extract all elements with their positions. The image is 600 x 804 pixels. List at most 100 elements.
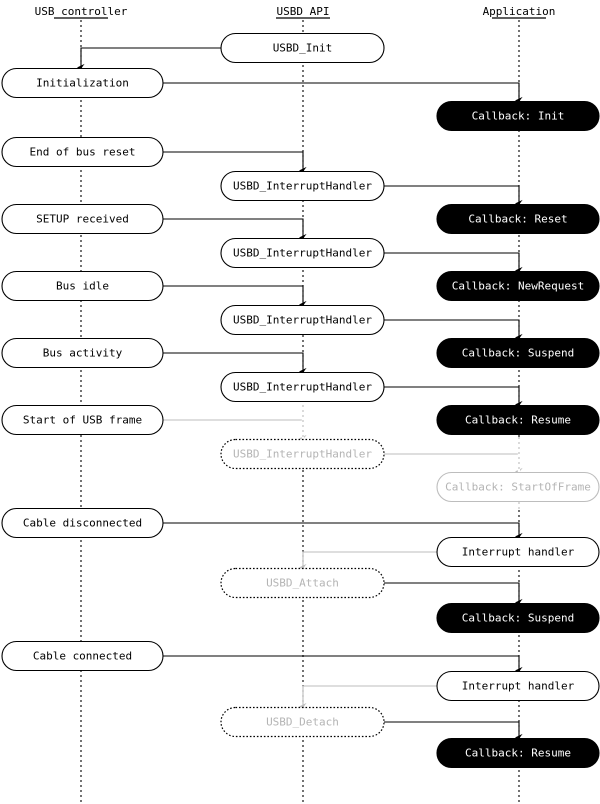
node-label: USBD_InterruptHandler	[233, 381, 372, 394]
connection-usbd-detach-to-callback-resume	[384, 721, 523, 742]
node-label: USBD_InterruptHandler	[233, 247, 372, 260]
node-shape	[436, 270, 600, 302]
node-shape	[220, 706, 385, 738]
node-label: Callback: Resume	[465, 414, 571, 427]
node-label: USBD_InterruptHandler	[233, 448, 372, 461]
node-usbd-init-n1[interactable]: USBD_Init	[220, 32, 385, 64]
lane-header-usbd-api: USBD API	[277, 5, 330, 18]
node-label: Callback: Suspend	[462, 347, 575, 360]
node-callback-init-n3[interactable]: Callback: Init	[436, 100, 600, 132]
connection-usbd-interrupthandler-to-callback-startofframe	[384, 453, 523, 476]
node-usbd-interrupthandler-n17[interactable]: USBD_InterruptHandler	[220, 438, 385, 470]
node-start-of-usb-frame-n16[interactable]: Start of USB frame	[1, 404, 164, 436]
node-label: Interrupt handler	[462, 680, 575, 693]
node-interrupt-handler-n24[interactable]: Interrupt handler	[436, 670, 600, 702]
node-shape	[1, 67, 164, 99]
node-bus-idle-n10[interactable]: Bus idle	[1, 270, 164, 302]
node-shape	[220, 438, 385, 470]
node-label: USBD_InterruptHandler	[233, 314, 372, 327]
connection-usbd-attach-to-callback-suspend	[384, 582, 523, 607]
node-callback-startofframe-n18[interactable]: Callback: StartOfFrame	[436, 471, 600, 503]
node-label: Callback: Resume	[465, 747, 571, 760]
node-callback-newrequest-n9[interactable]: Callback: NewRequest	[436, 270, 600, 302]
connection-interrupt-handler-to-usbd-attach	[299, 551, 437, 572]
node-shape	[436, 203, 600, 235]
node-callback-suspend-n12[interactable]: Callback: Suspend	[436, 337, 600, 369]
connection-bus-idle-to-usbd-interrupthandler	[163, 285, 307, 309]
node-label: Bus activity	[43, 347, 123, 360]
node-label: Callback: NewRequest	[452, 280, 584, 293]
node-shape	[220, 237, 385, 269]
connection-usbd-interrupthandler-to-callback-resume	[384, 386, 523, 409]
node-usbd-interrupthandler-n14[interactable]: USBD_InterruptHandler	[220, 371, 385, 403]
node-initialization-n2[interactable]: Initialization	[1, 67, 164, 99]
node-shape	[436, 100, 600, 132]
node-label: Callback: StartOfFrame	[445, 481, 591, 494]
node-shape	[436, 602, 600, 634]
node-shape	[1, 507, 164, 539]
node-shape	[220, 371, 385, 403]
node-label: End of bus reset	[30, 146, 136, 159]
node-shape	[436, 471, 600, 503]
node-shape	[220, 170, 385, 202]
node-shape	[1, 136, 164, 168]
node-label: Cable connected	[33, 650, 132, 663]
node-label: USBD_Detach	[266, 716, 339, 729]
node-label: Callback: Reset	[468, 213, 567, 226]
node-label: Bus idle	[56, 280, 109, 293]
node-usbd-attach-n21[interactable]: USBD_Attach	[220, 567, 385, 599]
lane-header-application: Application	[483, 5, 556, 18]
node-usbd-interrupthandler-n11[interactable]: USBD_InterruptHandler	[220, 304, 385, 336]
node-callback-resume-n26[interactable]: Callback: Resume	[436, 737, 600, 769]
connection-cable-connected-to-interrupt-handler	[163, 655, 523, 675]
connection-start-of-usb-frame-to-usbd-interrupthandler	[163, 419, 307, 443]
node-usbd-detach-n25[interactable]: USBD_Detach	[220, 706, 385, 738]
node-shape	[436, 670, 600, 702]
node-label: Cable disconnected	[23, 517, 142, 530]
connection-usbd-interrupthandler-to-callback-newrequest	[384, 252, 523, 275]
connections-layer	[77, 47, 523, 742]
node-bus-activity-n13[interactable]: Bus activity	[1, 337, 164, 369]
lane-header-usb-controller: USB controller	[35, 5, 128, 18]
node-shape	[436, 337, 600, 369]
node-cable-disconnected-n19[interactable]: Cable disconnected	[1, 507, 164, 539]
connection-setup-received-to-usbd-interrupthandler	[163, 218, 307, 242]
node-shape	[220, 304, 385, 336]
node-shape	[220, 32, 385, 64]
node-label: Interrupt handler	[462, 546, 575, 559]
node-label: Initialization	[36, 77, 129, 90]
node-label: USBD_Attach	[266, 577, 339, 590]
node-label: Callback: Suspend	[462, 612, 575, 625]
node-shape	[1, 270, 164, 302]
node-shape	[1, 404, 164, 436]
node-label: Start of USB frame	[23, 414, 142, 427]
node-callback-reset-n6[interactable]: Callback: Reset	[436, 203, 600, 235]
node-label: USBD_InterruptHandler	[233, 180, 372, 193]
node-shape	[436, 536, 600, 568]
node-usbd-interrupthandler-n8[interactable]: USBD_InterruptHandler	[220, 237, 385, 269]
node-label: SETUP received	[36, 213, 129, 226]
connection-usbd-interrupthandler-to-callback-suspend	[384, 319, 523, 342]
node-shape	[1, 203, 164, 235]
node-label: Callback: Init	[472, 110, 565, 123]
node-shape	[1, 337, 164, 369]
connection-end-of-bus-reset-to-usbd-interrupthandler	[163, 151, 307, 175]
node-cable-connected-n23[interactable]: Cable connected	[1, 640, 164, 672]
node-setup-received-n7[interactable]: SETUP received	[1, 203, 164, 235]
node-callback-resume-n15[interactable]: Callback: Resume	[436, 404, 600, 436]
connection-usbd-interrupthandler-to-callback-reset	[384, 185, 523, 208]
node-shape	[436, 404, 600, 436]
node-shape	[1, 640, 164, 672]
node-usbd-interrupthandler-n5[interactable]: USBD_InterruptHandler	[220, 170, 385, 202]
node-shape	[436, 737, 600, 769]
node-callback-suspend-n22[interactable]: Callback: Suspend	[436, 602, 600, 634]
connection-initialization-to-callback-init	[163, 82, 523, 105]
node-end-of-bus-reset-n4[interactable]: End of bus reset	[1, 136, 164, 168]
node-interrupt-handler-n20[interactable]: Interrupt handler	[436, 536, 600, 568]
connection-bus-activity-to-usbd-interrupthandler	[163, 352, 307, 376]
connection-interrupt-handler-to-usbd-detach	[299, 685, 437, 711]
connection-cable-disconnected-to-interrupt-handler	[163, 522, 523, 541]
connection-usbd-init-to-initialization	[77, 47, 221, 72]
